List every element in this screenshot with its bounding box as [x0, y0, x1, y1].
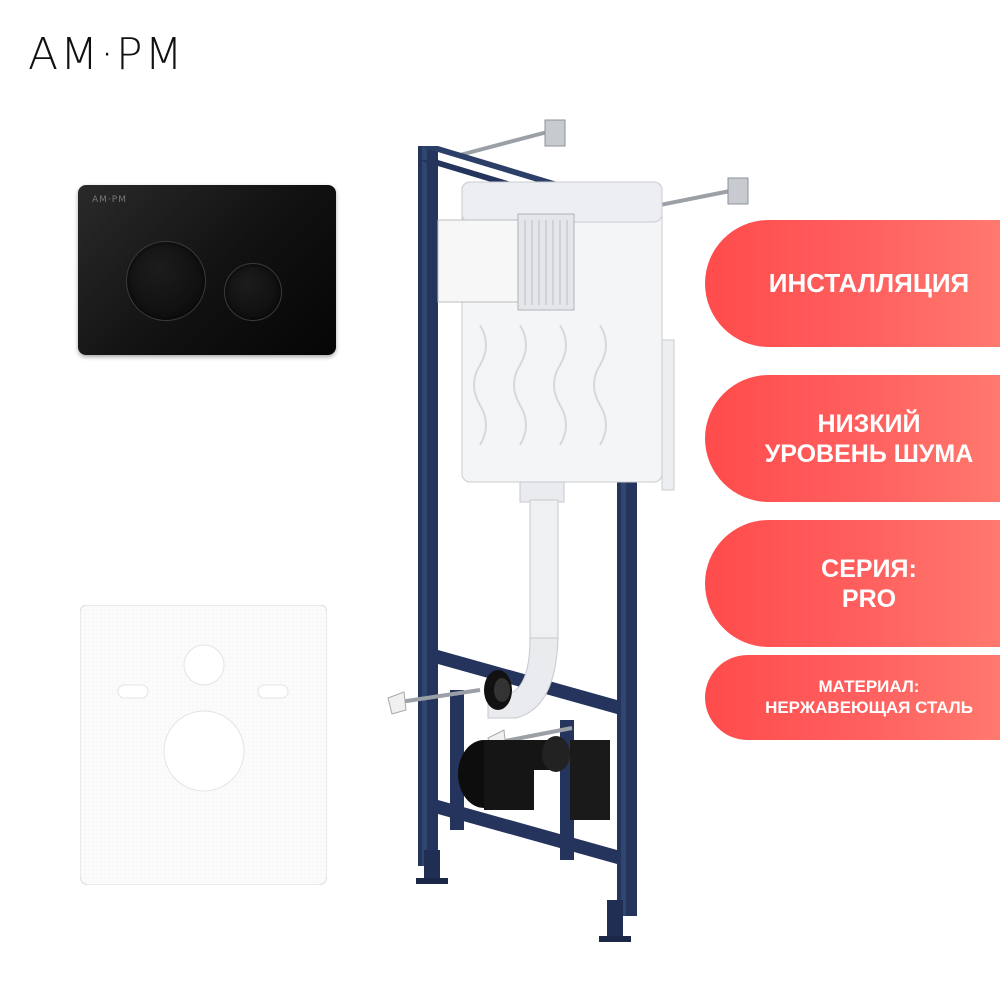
badge-material: МАТЕРИАЛ: НЕРЖАВЕЮЩАЯ СТАЛЬ [705, 655, 1000, 740]
badge-series: СЕРИЯ: PRO [705, 520, 1000, 647]
badge-3-line-1: СЕРИЯ: [821, 554, 917, 583]
brand-logo: AM·PM [28, 20, 208, 90]
plate-brand-text: AM·PM [92, 195, 127, 205]
flush-plate-icon: AM·PM [78, 185, 336, 355]
flush-button-small [224, 263, 282, 321]
badge-4-line-2: НЕРЖАВЕЮЩАЯ СТАЛЬ [765, 697, 973, 717]
badge-low-noise: НИЗКИЙ УРОВЕНЬ ШУМА [705, 375, 1000, 502]
badge-1-line-1: ИНСТАЛЛЯЦИЯ [768, 267, 970, 298]
flush-button-large [126, 241, 206, 321]
installation-frame-icon [387, 119, 749, 942]
logo-text: AM·PM [28, 29, 185, 80]
badge-4-line-1: МАТЕРИАЛ: [818, 677, 920, 697]
badge-installation: ИНСТАЛЛЯЦИЯ [705, 220, 1000, 347]
sound-insulation-mat-icon [80, 605, 327, 885]
badge-2-line-2: УРОВЕНЬ ШУМА [764, 439, 974, 468]
badge-3-line-2: PRO [841, 584, 897, 613]
badge-2-line-1: НИЗКИЙ [817, 409, 921, 438]
